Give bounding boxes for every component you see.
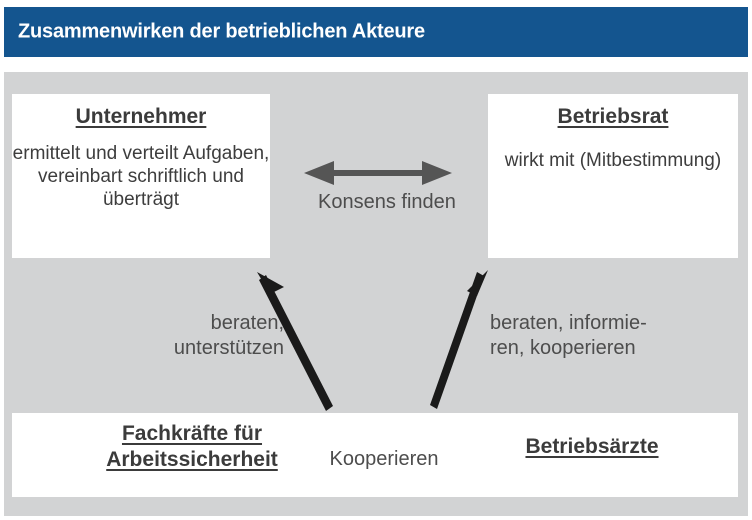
- header-bar: Zusammenwirken der betrieblichen Akteure: [4, 7, 748, 57]
- consensus-arrow-label: Konsens finden: [318, 191, 456, 213]
- box-employer: Unternehmer ermittelt und verteilt Aufga…: [12, 94, 270, 258]
- advise-inform-arrow-label: beraten, informie- ren, kooperieren: [490, 312, 647, 359]
- advise-support-arrow-label: beraten, unterstützen: [173, 312, 284, 359]
- advise-inform-arrow: [430, 270, 488, 409]
- diagram-canvas: Unternehmer ermittelt und verteilt Aufga…: [4, 72, 748, 516]
- page-title: Zusammenwirken der betrieblichen Akteure: [18, 20, 425, 43]
- box-works-council-body: wirkt mit (Mitbestimmung): [504, 150, 722, 171]
- box-company-doctors-label: Betriebsärzte: [525, 435, 659, 458]
- box-works-council: Betriebsrat wirkt mit (Mitbestimmung): [488, 94, 738, 258]
- box-employer-heading: Unternehmer: [75, 105, 207, 128]
- box-company-doctors-heading: Betriebsärzte: [452, 435, 732, 459]
- box-works-council-heading: Betriebsrat: [557, 105, 669, 128]
- box-bottom-actors: Fachkräfte für Arbeitssicherheit Betrieb…: [12, 413, 738, 497]
- cooperate-arrow-label: Kooperieren: [329, 448, 439, 470]
- consensus-arrow: [304, 161, 452, 185]
- box-safety-specialists-heading: Fachkräfte für Arbeitssicherheit: [42, 421, 342, 474]
- box-safety-specialists-label: Fachkräfte für Arbeitssicherheit: [106, 422, 278, 472]
- box-employer-body: ermittelt und verteilt Aufgaben, vereinb…: [12, 143, 270, 211]
